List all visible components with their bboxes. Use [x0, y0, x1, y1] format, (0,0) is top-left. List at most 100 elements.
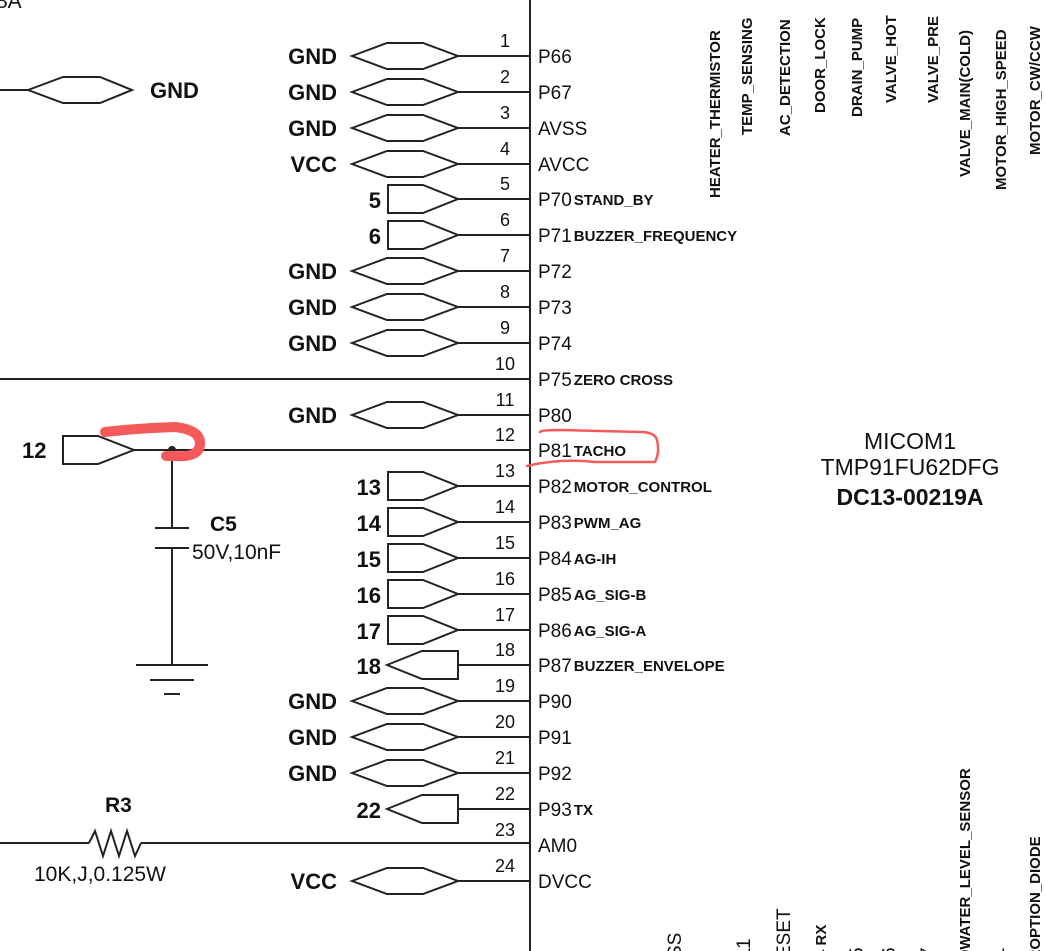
power-port-gnd: [349, 257, 461, 285]
pin-signal: TX: [574, 802, 593, 819]
power-port-vcc: [349, 867, 461, 895]
pin-number: 4: [500, 139, 510, 159]
pin-name: AM0: [538, 836, 577, 857]
pin-name: P67: [538, 83, 572, 104]
top-signal-label: MOTOR_HIGH_SPEED: [993, 29, 1010, 190]
pin-number: 20: [495, 712, 515, 732]
top-signal-label: HEATER_THERMISTOR: [707, 30, 724, 198]
bottom-signal-label: 4 RX: [813, 925, 830, 951]
power-port-vcc: [349, 150, 461, 178]
pin-signal: AG-IH: [574, 551, 617, 568]
pin-signal: STAND_BY: [574, 192, 654, 209]
pin-name: P80: [538, 406, 572, 427]
pin-name: P74: [538, 334, 572, 355]
input-port: [384, 794, 459, 824]
pin-number: 11: [496, 390, 515, 410]
power-net-label: GND: [288, 80, 337, 105]
bottom-signal-label: 1: [988, 947, 1009, 951]
c5-ref: C5: [210, 513, 237, 536]
power-net-label: GND: [288, 725, 337, 750]
left-gnd-port: [25, 76, 135, 104]
pin-name: P71: [538, 226, 572, 247]
pin-name: P90: [538, 692, 572, 713]
pin-number: 24: [495, 856, 515, 876]
power-port-gnd: [349, 329, 461, 357]
power-net-label: VCC: [291, 869, 338, 894]
pin-number: 2: [500, 67, 510, 87]
pin-number: 14: [495, 497, 515, 517]
port-label: 14: [357, 511, 382, 536]
bottom-signal-label: 6: [879, 947, 900, 951]
input-port: [384, 650, 459, 680]
pin-number: 22: [495, 784, 515, 804]
pin-number: 7: [500, 246, 510, 266]
pin-name: P82: [538, 477, 572, 498]
r3-value: 10K,J,0.125W: [34, 863, 166, 886]
c5-value: 50V,10nF: [192, 541, 281, 564]
pin-number: 12: [495, 425, 515, 445]
bottom-signal-label: SS: [665, 933, 686, 951]
left-gnd-label: GND: [150, 78, 199, 103]
power-net-label: GND: [288, 116, 337, 141]
corner-fragment-text: 8A: [0, 0, 22, 13]
pin-name: P75: [538, 370, 572, 391]
r3-zigzag: [88, 827, 142, 860]
power-port-gnd: [349, 759, 461, 787]
bottom-signal-label: 2OPTION_DIODE: [1027, 836, 1044, 951]
pin-name: P84: [538, 549, 572, 570]
power-net-label: GND: [288, 259, 337, 284]
pin-name: P83: [538, 513, 572, 534]
power-net-label: GND: [288, 403, 337, 428]
output-port: [387, 184, 461, 214]
pin-signal: AG_SIG-B: [574, 587, 647, 604]
ground-icon: [136, 664, 208, 695]
pin-number: 16: [495, 569, 515, 589]
pin-number: 1: [500, 31, 510, 51]
output-port: [387, 579, 461, 609]
pin-name: AVSS: [538, 119, 587, 140]
r3-ref: R3: [105, 794, 132, 817]
pin-name: P86: [538, 621, 572, 642]
pin-number: 10: [495, 354, 515, 374]
bottom-signal-label: 11: [734, 938, 755, 951]
power-port-gnd: [349, 114, 461, 142]
power-port-gnd: [349, 42, 461, 70]
top-signal-label: AC_DETECTION: [777, 19, 794, 136]
power-port-gnd: [349, 401, 461, 429]
pin-name: P93: [538, 800, 572, 821]
highlight-box-annotation: [525, 428, 660, 468]
tacho-port: [62, 435, 137, 465]
power-port-gnd: [349, 78, 461, 106]
top-signal-label: VALVE_MAIN(COLD): [957, 30, 974, 177]
pin-number: 9: [500, 318, 510, 338]
chip-ref: MICOM1: [864, 428, 956, 454]
pin-name: P66: [538, 47, 572, 68]
power-net-label: GND: [288, 295, 337, 320]
pin-signal: MOTOR_CONTROL: [574, 479, 712, 496]
bottom-signal-label: 5: [847, 947, 868, 951]
pin-number: 15: [495, 533, 515, 553]
pin-number: 19: [495, 676, 515, 696]
pin-signal: TACHO: [574, 443, 627, 460]
pin-number: 18: [495, 640, 515, 660]
power-net-label: GND: [288, 331, 337, 356]
top-signal-label: DOOR_LOCK: [812, 17, 829, 113]
pin-name: P87: [538, 656, 572, 677]
port-label: 16: [357, 583, 381, 608]
pin-signal: BUZZER_FREQUENCY: [574, 228, 737, 245]
power-net-label: GND: [288, 689, 337, 714]
power-net-label: GND: [288, 761, 337, 786]
output-port: [387, 507, 461, 537]
pin-signal: ZERO CROSS: [574, 372, 673, 389]
output-port: [387, 471, 461, 501]
power-port-gnd: [349, 293, 461, 321]
power-port-gnd: [349, 723, 461, 751]
pin-name: P92: [538, 764, 572, 785]
output-port: [387, 615, 461, 645]
top-signal-label: MOTOR_CW/CCW: [1027, 25, 1044, 155]
pin-signal: BUZZER_ENVELOPE: [574, 658, 725, 675]
pin-name: P72: [538, 262, 572, 283]
